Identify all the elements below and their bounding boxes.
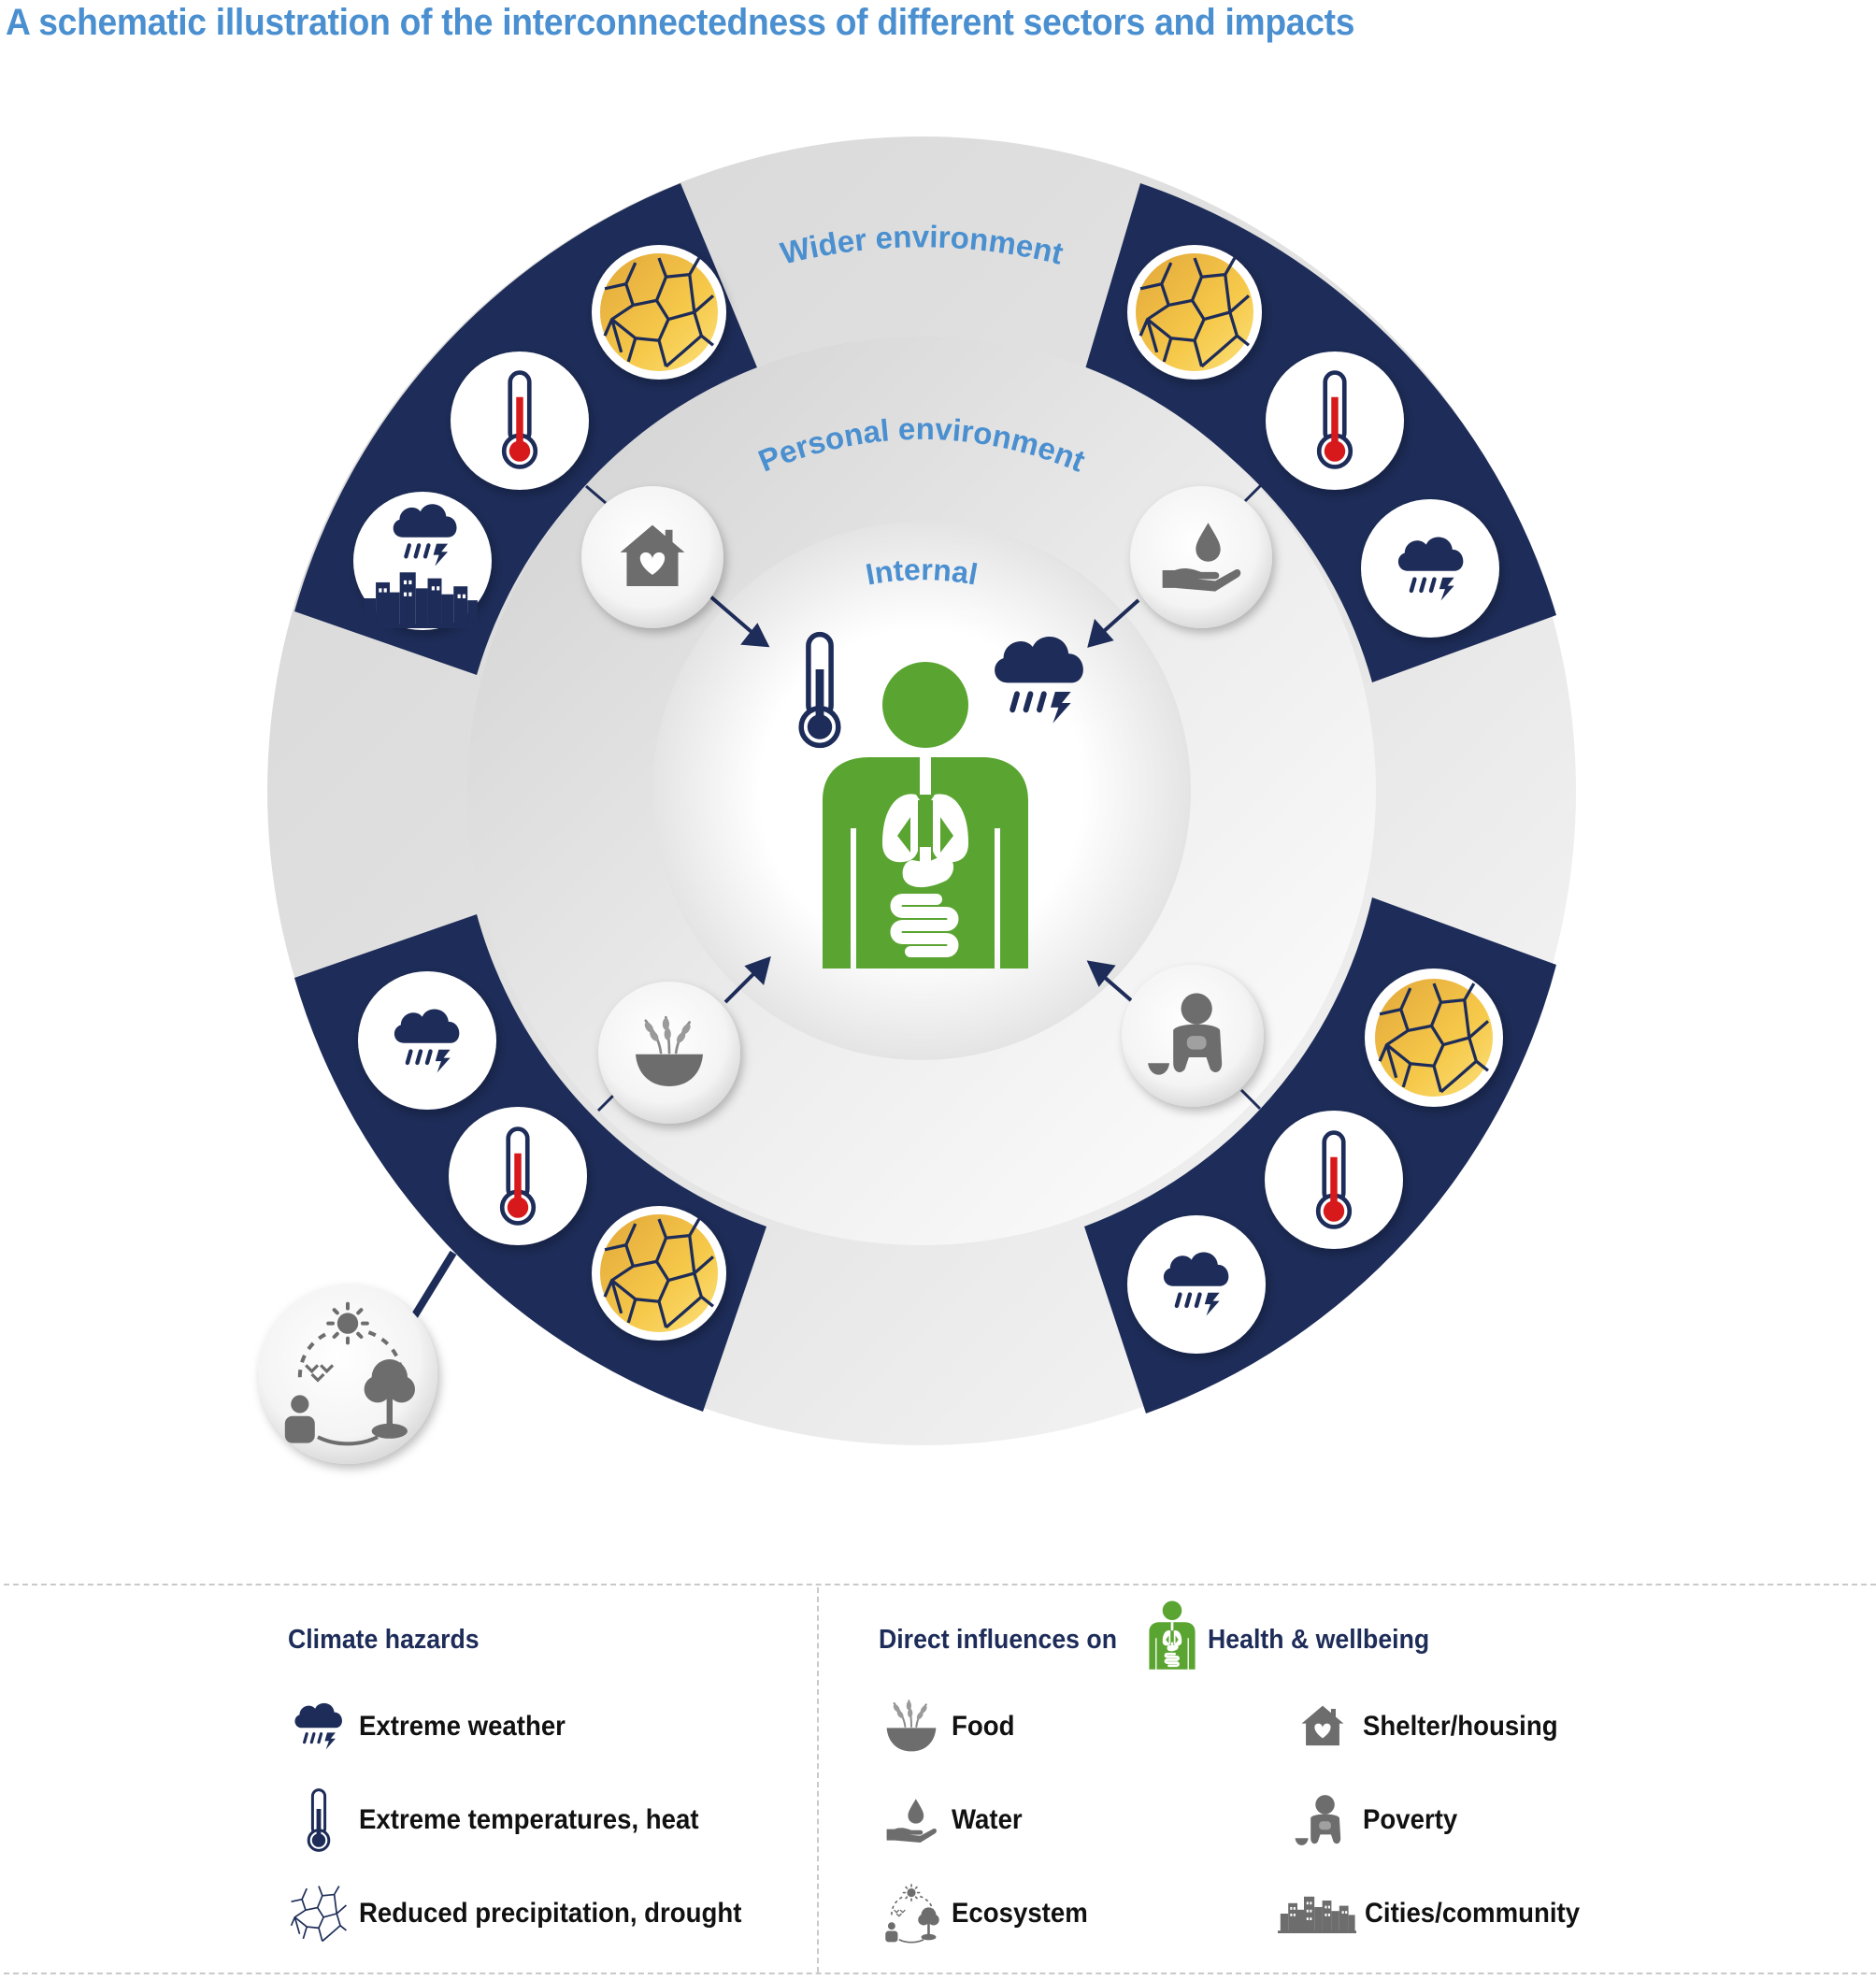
ecosystem-bubble (258, 1284, 437, 1464)
thermometer-icon (502, 1129, 534, 1224)
direct-influences-heading: Direct influences on (879, 1625, 1117, 1655)
climate-hazards-heading: Climate hazards (288, 1625, 480, 1655)
water-hand-icon (883, 1792, 939, 1848)
legend-item-extreme-temperatures: Extreme temperatures, heat (286, 1787, 728, 1853)
legend-item-extreme-weather: Extreme weather (286, 1694, 583, 1759)
health-wellbeing-heading: Health & wellbeing (1208, 1625, 1430, 1655)
legend-item-ecosystem: Ecosystem (879, 1881, 1099, 1946)
thermometer-icon (504, 373, 536, 467)
interconnectedness-diagram: Wider environment Personal environment I… (258, 136, 1576, 1464)
cracked-earth-icon (289, 1884, 349, 1944)
food-bowl-icon (881, 1696, 942, 1758)
health-body-icon (1146, 1600, 1198, 1672)
legend-item-cities: Cities/community (1277, 1881, 1598, 1946)
page-title: A schematic illustration of the intercon… (6, 2, 1355, 43)
legend-item-poverty: Poverty (1290, 1787, 1466, 1853)
thermometer-icon (302, 1786, 336, 1854)
storm-cloud-icon (289, 1697, 349, 1757)
legend-item-food: Food (879, 1694, 1020, 1759)
legend-divider-bottom (4, 1973, 1876, 1974)
internal-label: Internal (863, 552, 980, 592)
legend-divider-top (4, 1584, 1876, 1585)
legend-item-water: Water (879, 1787, 1028, 1853)
legend-item-shelter: Shelter/housing (1290, 1694, 1575, 1759)
shelter-house-icon (1296, 1700, 1349, 1753)
thermometer-icon (801, 635, 838, 746)
legend: Climate hazards Extreme weather Extreme … (0, 1580, 1876, 1980)
thermometer-icon (1319, 373, 1351, 467)
poverty-person-icon (1293, 1790, 1353, 1850)
city-skyline-icon (1278, 1894, 1356, 1933)
ecosystem-icon (881, 1883, 942, 1944)
thermometer-icon (1318, 1133, 1350, 1227)
legend-item-drought: Reduced precipitation, drought (286, 1881, 775, 1946)
legend-divider-vertical (817, 1587, 819, 1973)
